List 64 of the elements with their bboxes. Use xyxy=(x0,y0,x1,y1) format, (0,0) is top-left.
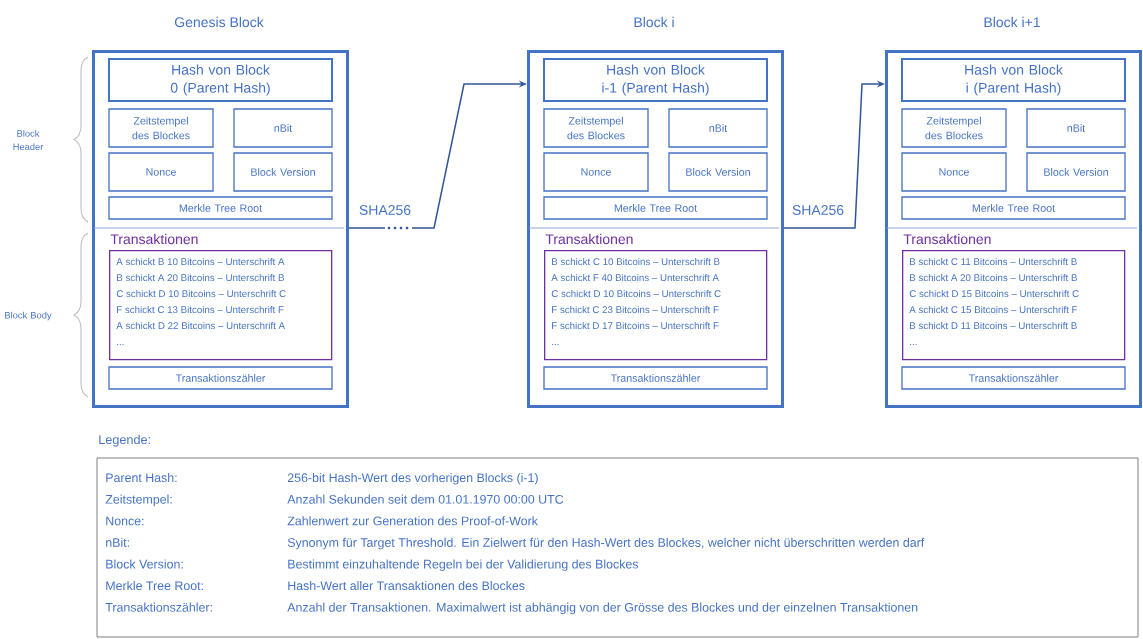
definition-cell: Hash-Wert aller Transaktionen des Blockes xyxy=(288,581,525,591)
field-box: Block Version xyxy=(668,152,768,192)
field-box: Transaktionszähler xyxy=(543,366,768,390)
transaction-line: C schickt D 10 Bitcoins – Unterschrift C xyxy=(551,289,721,298)
field-box: Nonce xyxy=(108,152,214,192)
transaction-line: C schickt D 10 Bitcoins – Unterschrift C xyxy=(116,289,286,298)
side-label: Block Body xyxy=(5,311,52,321)
field-box: Transaktionszähler xyxy=(901,366,1126,390)
edge-label: SHA256 xyxy=(359,205,411,215)
transaction-line: F schickt C 13 Bitcoins – Unterschrift F xyxy=(117,305,284,314)
legend-heading: Legende: xyxy=(99,434,150,447)
transaction-line: F schickt D 17 Bitcoins – Unterschrift F xyxy=(552,321,719,330)
block-title: Block i xyxy=(634,16,674,28)
field-box: Block Version xyxy=(1026,152,1126,192)
term-cell: Merkle Tree Root: xyxy=(106,581,203,591)
transaction-line: B schickt A 20 Bitcoins – Unterschrift B xyxy=(117,273,284,282)
definition-cell: Zahlenwert zur Generation des Proof-of-Work xyxy=(287,516,538,526)
edge-label: SHA256 xyxy=(792,205,844,215)
term-cell: nBit: xyxy=(106,537,129,547)
field-box: nBit xyxy=(668,108,768,148)
transaction-line: A schickt D 22 Bitcoins – Unterschrift A xyxy=(116,321,285,330)
field-box: Zeitstempel des Blockes xyxy=(543,108,649,148)
field-box: Nonce xyxy=(543,152,649,192)
field-box: Transaktionszähler xyxy=(108,366,333,390)
field-box: Zeitstempel des Blockes xyxy=(901,108,1007,148)
section-heading: Transaktionen xyxy=(110,233,198,245)
block-title: Block i+1 xyxy=(984,16,1040,28)
section-heading: Transaktionen xyxy=(545,233,633,245)
hash-box: Hash von Block i-1 (Parent Hash) xyxy=(543,58,768,102)
transaction-line: C schickt D 15 Bitcoins – Unterschrift C xyxy=(909,289,1079,298)
transaction-line: ... xyxy=(117,343,124,345)
transaction-line: A schickt C 15 Bitcoins – Unterschrift F xyxy=(909,305,1078,314)
side-label: Block Header xyxy=(13,129,44,151)
transaction-line: A schickt B 10 Bitcoins – Unterschrift A xyxy=(116,257,285,266)
block-title: Genesis Block xyxy=(175,16,264,28)
transaction-line: B schickt C 11 Bitcoins – Unterschrift B xyxy=(910,257,1077,266)
field-box: Block Version xyxy=(233,152,333,192)
transaction-line: B schickt C 10 Bitcoins – Unterschrift B xyxy=(552,257,720,266)
definition-cell: 256-bit Hash-Wert des vorherigen Blocks (i-1) xyxy=(287,473,538,485)
transaction-line: B schickt A 20 Bitcoins – Unterschrift B xyxy=(910,273,1077,282)
field-box: nBit xyxy=(233,108,333,148)
term-cell: Parent Hash: xyxy=(106,473,177,483)
field-box: Zeitstempel des Blockes xyxy=(108,108,214,148)
field-box: Merkle Tree Root xyxy=(108,196,333,220)
transaction-line: ... xyxy=(552,343,559,345)
field-box: Merkle Tree Root xyxy=(543,196,768,220)
section-heading: Transaktionen xyxy=(903,233,991,245)
term-cell: Block Version: xyxy=(106,559,183,569)
term-cell: Zeitstempel: xyxy=(105,494,172,507)
hash-box: Hash von Block i (Parent Hash) xyxy=(901,58,1126,102)
field-box: Nonce xyxy=(901,152,1007,192)
field-box: nBit xyxy=(1026,108,1126,148)
hash-box: Hash von Block 0 (Parent Hash) xyxy=(108,58,333,102)
transaction-line: A schickt F 40 Bitcoins – Unterschrift A xyxy=(551,273,719,282)
field-box: Merkle Tree Root xyxy=(901,196,1126,220)
definition-cell: Synonym für Target Threshold. Ein Zielwert für den Hash-Wert des Blockes, welcher nicht überschritten werden darf xyxy=(287,537,925,550)
transaction-line: B schickt D 11 Bitcoins – Unterschrift B xyxy=(910,321,1077,330)
definition-cell: Anzahl der Transaktionen. Maximalwert ist abhängig von der Grösse des Blockes und der einzelnen Transaktionen xyxy=(287,602,918,615)
definition-cell: Anzahl Sekunden seit dem 01.01.1970 00:00 UTC xyxy=(287,494,564,504)
transaction-line: F schickt C 23 Bitcoins – Unterschrift F xyxy=(552,305,719,314)
definition-cell: Bestimmt einzuhaltende Regeln bei der Validierung des Blockes xyxy=(288,559,639,571)
transaction-line: ... xyxy=(910,343,917,345)
term-cell: Nonce: xyxy=(106,516,144,526)
term-cell: Transaktionszähler: xyxy=(105,602,212,612)
